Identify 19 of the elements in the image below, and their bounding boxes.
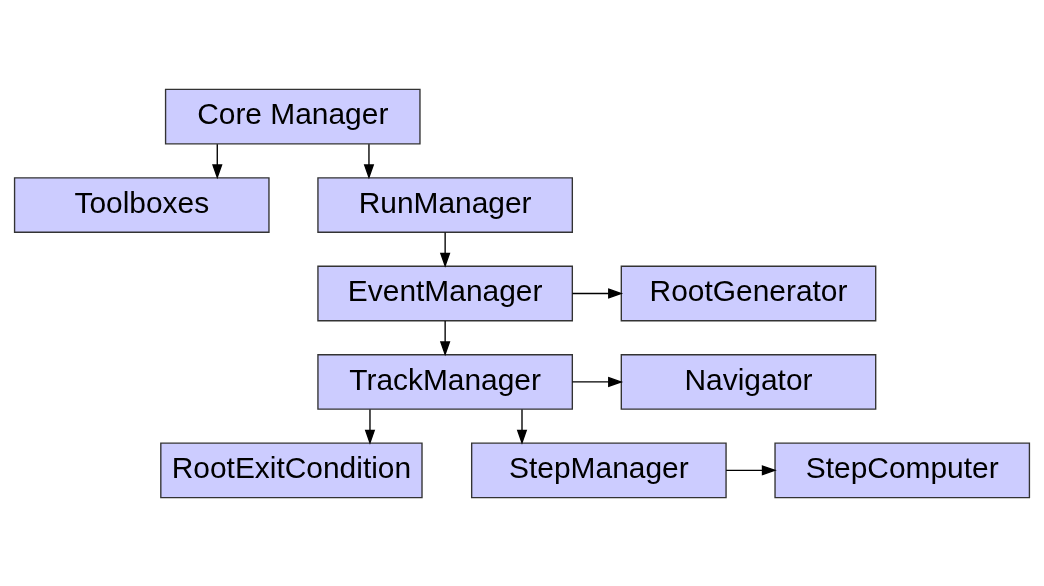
arrow xyxy=(439,319,451,356)
node-box: Navigator xyxy=(620,353,877,410)
node-box: TrackManager xyxy=(317,353,573,410)
node-box: StepComputer xyxy=(774,441,1031,498)
node-box: Toolboxes xyxy=(13,176,270,233)
node-box: RunManager xyxy=(317,176,573,233)
node-box: RootGenerator xyxy=(620,265,877,321)
node-box: Core Manager xyxy=(164,88,421,145)
arrow xyxy=(364,408,376,445)
arrow xyxy=(212,142,223,179)
node-box: StepManager xyxy=(471,441,727,498)
arrow xyxy=(571,287,624,299)
node-box: RootExitCondition xyxy=(160,441,423,498)
arrow xyxy=(439,231,451,268)
node-box: EventManager xyxy=(317,265,573,321)
arrow xyxy=(571,376,624,387)
arrow xyxy=(363,142,375,179)
arrow xyxy=(516,408,528,445)
arrow xyxy=(725,464,777,476)
